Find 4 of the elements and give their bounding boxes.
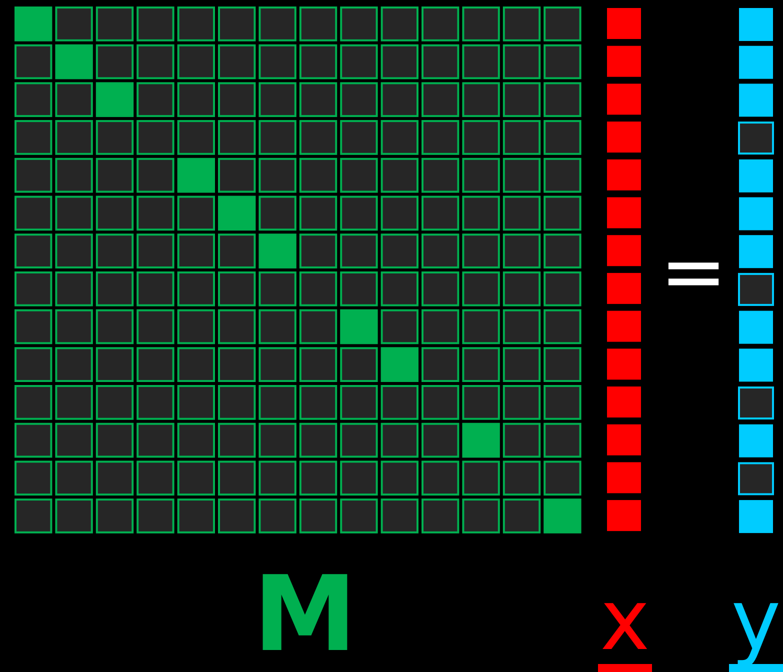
matrix-label: M <box>252 562 358 666</box>
y-vector-label: y <box>729 578 783 672</box>
equals-sign: = <box>660 232 720 312</box>
x-vector-label: x <box>598 578 652 672</box>
